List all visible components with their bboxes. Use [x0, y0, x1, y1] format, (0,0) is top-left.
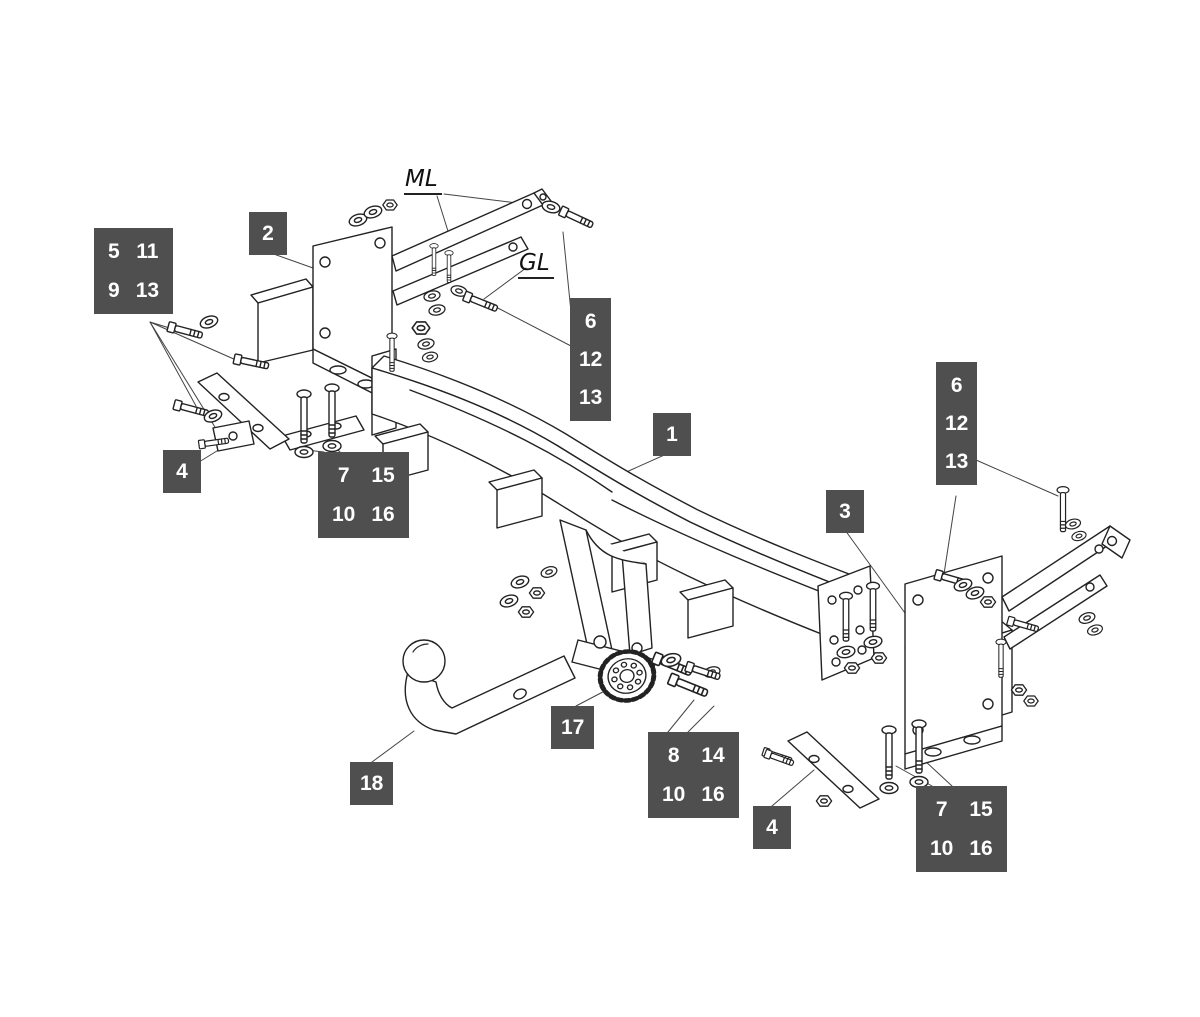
annotation-gl: GL — [518, 250, 554, 279]
toothed-washer — [597, 649, 722, 703]
callout-left-fasteners: 5 11 9 13 — [94, 228, 174, 314]
callout-number: 9 — [108, 279, 120, 302]
callout-number: 18 — [360, 772, 384, 795]
fasteners-left-bolts — [294, 383, 342, 459]
annotation-ml: ML — [404, 166, 442, 195]
callout-number: 1 — [666, 423, 678, 446]
callout-number: 10 — [332, 503, 356, 526]
callout-number: 3 — [839, 500, 851, 523]
callout-number: 7 — [935, 798, 948, 821]
left-side-bracket — [250, 188, 552, 404]
fasteners-right-plate — [933, 486, 1088, 608]
callout-number: 7 — [337, 464, 350, 487]
callout-right-plate: 4 — [753, 806, 791, 849]
callout-number: 4 — [766, 816, 778, 839]
crossbeam — [281, 348, 879, 681]
fasteners-right-bolts — [879, 719, 929, 795]
callout-number: 10 — [662, 783, 686, 806]
callout-center-bolts: 8 14 10 16 — [648, 732, 739, 818]
callout-right-hardware: 6 12 13 — [936, 362, 978, 485]
callout-number: 13 — [135, 279, 160, 302]
callout-number: 15 — [371, 464, 395, 487]
callout-number: 16 — [701, 783, 725, 806]
callout-number: 16 — [969, 837, 993, 860]
callout-right-bracket: 3 — [826, 490, 864, 533]
callout-number: 12 — [945, 412, 969, 435]
callout-number: 13 — [579, 386, 603, 409]
callout-right-bolts: 7 15 10 16 — [916, 786, 1007, 872]
callout-number: 16 — [371, 503, 395, 526]
callout-towball: 18 — [350, 762, 394, 805]
fasteners-center — [498, 564, 559, 618]
callout-left-bracket: 2 — [249, 212, 287, 255]
callout-left-plate: 4 — [163, 450, 201, 493]
callout-number: 10 — [930, 837, 954, 860]
callout-mid-left-hardware: 6 12 13 — [570, 298, 612, 421]
callout-number: 5 — [108, 240, 120, 263]
callout-number: 15 — [969, 798, 993, 821]
callout-number: 4 — [176, 460, 188, 483]
callout-crossbeam: 1 — [653, 413, 691, 456]
callout-left-bolts: 7 15 10 16 — [318, 452, 409, 538]
towball — [402, 639, 576, 735]
callout-number: 13 — [945, 450, 969, 473]
callout-number: 6 — [950, 374, 963, 397]
callout-number: 8 — [667, 744, 680, 767]
callout-number: 17 — [561, 716, 585, 739]
callout-number: 12 — [579, 348, 603, 371]
right-mount-plate — [761, 731, 880, 809]
right-side-bracket — [904, 525, 1131, 770]
callout-number: 6 — [584, 310, 597, 333]
left-mount-plate — [197, 372, 290, 452]
callout-number: 14 — [701, 744, 725, 767]
callout-number: 2 — [262, 222, 274, 245]
callout-number: 11 — [136, 240, 159, 263]
callout-toothed-washer: 17 — [551, 706, 595, 749]
